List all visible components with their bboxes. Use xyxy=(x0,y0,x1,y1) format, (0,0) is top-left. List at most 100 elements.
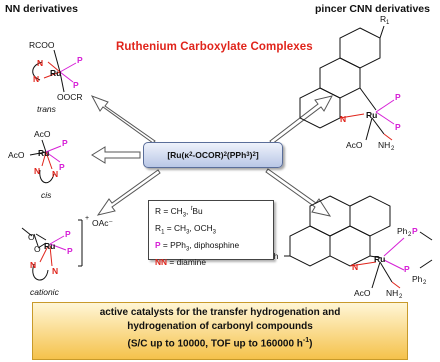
cationic-p1-label: P xyxy=(65,229,71,239)
cationic-structure xyxy=(21,219,83,281)
pincer-bottom-p2-label: P xyxy=(404,264,410,274)
pincer-top-p1-label: P xyxy=(395,92,401,102)
legend-p-sub: 3 xyxy=(185,246,190,253)
cis-n2-label: N xyxy=(52,169,58,179)
pincer-top-r1-label: R xyxy=(380,14,386,24)
legend-row-nn: NN = diamine xyxy=(155,256,273,269)
pincer-bottom-ru-label: Ru xyxy=(374,254,385,264)
legend-r-text: R = CH xyxy=(155,205,183,216)
legend-p-val: = PPh xyxy=(160,240,186,251)
cationic-n2-label: N xyxy=(52,266,58,276)
cis-p2-label: P xyxy=(59,162,65,172)
pincer-top-r1-sub: 1 xyxy=(386,20,390,26)
central-complex-suffix: (PPh xyxy=(226,150,247,160)
legend-r1-text: R xyxy=(155,222,162,233)
central-complex-end: ) xyxy=(249,150,253,160)
legend-nn-val: = diamine xyxy=(167,257,206,268)
pincer-bottom-ph2b-sub: 2 xyxy=(423,280,427,286)
cationic-p2-label: P xyxy=(67,246,73,256)
legend-r1-sub: 1 xyxy=(161,229,165,236)
central-complex-sup: 2 xyxy=(189,152,193,158)
cationic-ru-label: Ru xyxy=(44,241,55,251)
trans-ru-label: Ru xyxy=(50,68,61,78)
pincer-top-p2-label: P xyxy=(395,122,401,132)
central-complex-prefix: [Ru(κ xyxy=(167,150,190,160)
legend-r1-tail: = CH xyxy=(164,222,187,233)
pincer-top-n-label: N xyxy=(340,114,346,124)
cis-caption: cis xyxy=(41,190,52,200)
header-nn-derivatives: NN derivatives xyxy=(5,3,78,15)
central-complex-middle: -OCOR) xyxy=(192,150,224,160)
trans-structure xyxy=(32,49,77,93)
banner-line-3-sup: -1 xyxy=(302,337,310,344)
legend-r-tbu-sup: t xyxy=(190,206,193,212)
banner-line-2: hydrogenation of carbonyl compounds xyxy=(127,321,313,332)
pincer-bottom-n-label: N xyxy=(352,262,358,272)
legend-r1-sub3: 3 xyxy=(212,229,217,236)
diagram-title: Ruthenium Carboxylate Complexes xyxy=(116,41,313,53)
arrow-to-pincer-bottom xyxy=(265,168,332,217)
central-complex-sub3: 3 xyxy=(246,152,250,158)
arrow-to-cis xyxy=(91,146,141,164)
pincer-bottom-nh2-label: NH xyxy=(386,288,398,298)
cationic-plus-label: + xyxy=(85,215,89,222)
arrow-to-pincer-top xyxy=(269,95,333,145)
pincer-top-nh2-sub: 2 xyxy=(391,146,395,152)
trans-n2-label: N xyxy=(33,74,39,84)
pincer-bottom-nh2-sub: 2 xyxy=(399,294,403,300)
pincer-bottom-ph2p-sub: 2 xyxy=(408,232,412,238)
pincer-top-structure xyxy=(299,25,395,141)
arrow-to-cationic xyxy=(96,169,161,216)
trans-ooc-label: OOCR xyxy=(57,92,83,102)
cationic-o1-label: O xyxy=(28,232,35,242)
central-complex-close: ] xyxy=(255,150,259,160)
central-complex-sub2b: 2 xyxy=(252,152,256,158)
arrow-to-trans xyxy=(90,95,156,144)
central-complex-sub2: 2 xyxy=(223,152,227,158)
legend-nn-key: NN xyxy=(155,257,168,268)
banner-line-3a: (S/C up to 10000, TOF up to 160000 h xyxy=(127,338,303,350)
pincer-top-aco-label: AcO xyxy=(346,140,363,150)
pincer-top-nh2-label: NH xyxy=(378,140,390,150)
legend-box: R = CH3, tBu R1 = CH3, OCH3 P = PPh3, di… xyxy=(148,200,274,267)
banner-line-1: active catalysts for the transfer hydrog… xyxy=(99,307,341,318)
cationic-n1-label: N xyxy=(30,260,36,270)
pincer-bottom-ph2p-label: Ph xyxy=(397,226,408,236)
trans-p2-label: P xyxy=(73,80,79,90)
pincer-top-ru-label: Ru xyxy=(366,110,377,120)
banner-line-3b: ) xyxy=(309,338,313,350)
legend-r-tbu: Bu xyxy=(192,205,203,216)
cis-ru-label: Ru xyxy=(38,148,49,158)
legend-r1-sub2: 3 xyxy=(186,229,190,236)
legend-row-r1: R1 = CH3, OCH3 xyxy=(155,222,273,239)
pincer-bottom-p1-label: P xyxy=(412,226,418,236)
cationic-oac-label: OAc⁻ xyxy=(92,218,114,228)
cis-n1-label: N xyxy=(34,166,40,176)
pincer-bottom-ph2b-label: Ph xyxy=(412,274,423,284)
catalyst-summary-banner: active catalysts for the transfer hydrog… xyxy=(32,302,408,360)
cis-p1-label: P xyxy=(62,138,68,148)
trans-rcoo-label: RCOO xyxy=(29,40,55,50)
header-pincer-cnn-derivatives: pincer CNN derivatives xyxy=(315,3,430,15)
pincer-bottom-structure xyxy=(284,195,433,289)
legend-row-r: R = CH3, tBu xyxy=(155,203,273,222)
legend-p-key: P xyxy=(155,240,161,251)
legend-p-tail: , diphosphine xyxy=(189,240,240,251)
cis-structure xyxy=(29,139,62,184)
legend-r-sub: 3 xyxy=(182,212,187,219)
legend-r1-end: , OCH xyxy=(189,222,213,233)
cationic-o2-label: O xyxy=(34,244,41,254)
trans-caption: trans xyxy=(37,104,57,114)
cis-aco-top-label: AcO xyxy=(34,129,51,139)
cationic-caption: cationic xyxy=(30,287,60,297)
trans-n1-label: N xyxy=(37,58,43,68)
legend-r-tail: , xyxy=(186,205,191,216)
legend-row-p: P = PPh3, diphosphine xyxy=(155,239,273,256)
trans-p1-label: P xyxy=(77,55,83,65)
pincer-bottom-aco-label: AcO xyxy=(354,288,371,298)
cis-aco-left-label: AcO xyxy=(8,150,25,160)
banner-line-3: (S/C up to 10000, TOF up to 160000 h-1) xyxy=(33,334,407,351)
